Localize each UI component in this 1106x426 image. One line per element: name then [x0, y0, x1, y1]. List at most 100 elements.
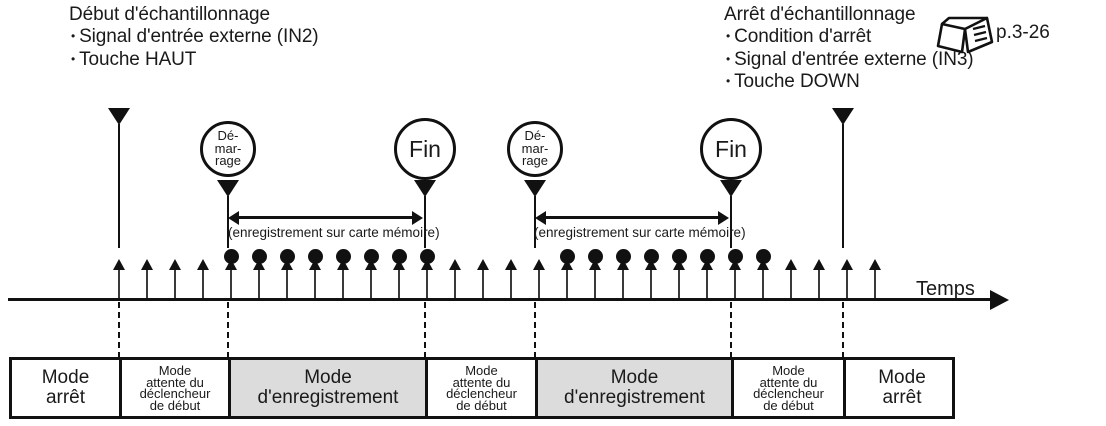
start-sampling-marker-line — [117, 124, 120, 248]
recorded-sample-dot-icon — [251, 249, 267, 264]
stop-sampling-marker-line — [841, 124, 844, 248]
stop-sampling-marker-icon — [832, 108, 854, 125]
sampling-arrow-head-icon — [308, 259, 321, 270]
sampling-arrow-head-icon — [868, 259, 881, 270]
sampling-arrow-stem — [705, 264, 709, 298]
trigger-start-line3-2: rage — [521, 153, 549, 169]
recorded-sample-dot-icon — [699, 249, 715, 264]
sampling-arrow-stem — [453, 264, 457, 298]
sampling-arrow-head-icon — [840, 259, 853, 270]
mode-cell-line: de début — [149, 397, 201, 413]
sampling-arrow-stem — [733, 264, 737, 298]
trigger-start-line2-2: mar- — [521, 140, 549, 156]
sampling-arrow-stem — [117, 264, 121, 298]
trigger-start-line3-1: rage — [214, 153, 242, 169]
sampling-arrow-stem — [145, 264, 149, 298]
trigger-start-line1-1: Dé- — [217, 128, 239, 144]
sampling-arrow-stem — [621, 264, 625, 298]
time-axis-label: Temps — [916, 278, 975, 300]
sampling-arrow-head-icon — [616, 259, 629, 270]
start-sampling-heading: Début d'échantillonnage — [69, 4, 270, 25]
sampling-arrow-stem — [509, 264, 513, 298]
recorded-sample-dot-icon — [727, 249, 743, 264]
recorded-sample-dot-icon — [279, 249, 295, 264]
recorded-sample-dot-icon — [559, 249, 575, 264]
sampling-arrow-head-icon — [560, 259, 573, 270]
sampling-arrow-head-icon — [168, 259, 181, 270]
trigger-start-circle-1: Dé- mar- rage — [200, 121, 256, 177]
sampling-arrow-head-icon — [812, 259, 825, 270]
recording-span-arrow-right-2 — [718, 210, 729, 225]
sampling-arrow-head-icon — [112, 259, 125, 270]
sampling-arrow-head-icon — [504, 259, 517, 270]
mode-divider-connector — [729, 302, 732, 358]
mode-cell-line: Mode — [158, 363, 192, 378]
recording-span-arrow-left-1 — [228, 210, 239, 225]
mode-cell-line: Mode — [304, 367, 352, 388]
sampling-arrow-head-icon — [588, 259, 601, 270]
recorded-sample-dot-icon — [391, 249, 407, 264]
stop-sampling-heading: Arrêt d'échantillonnage — [724, 4, 916, 25]
sampling-arrow-stem — [425, 264, 429, 298]
mode-cell-line: déclencheur — [139, 386, 211, 401]
stop-sampling-item-1: Signal d'entrée externe (IN3) — [724, 49, 974, 71]
sampling-arrow-stem — [761, 264, 765, 298]
mode-cell-line: Mode — [878, 367, 926, 388]
sampling-arrow-stem — [257, 264, 261, 298]
sampling-arrow-head-icon — [532, 259, 545, 270]
stop-sampling-annotation: Arrêt d'échantillonnage Condition d'arrê… — [724, 4, 974, 94]
sampling-arrow-head-icon — [280, 259, 293, 270]
span-tick-left-2 — [533, 207, 536, 248]
sampling-arrow-head-icon — [364, 259, 377, 270]
mode-cell-line: de début — [456, 397, 507, 413]
sampling-arrow-head-icon — [672, 259, 685, 270]
sampling-arrow-head-icon — [700, 259, 713, 270]
trigger-end-label-1: Fin — [409, 135, 441, 162]
mode-cell-line: d'enregistrement — [257, 387, 399, 408]
sampling-arrow-head-icon — [196, 259, 209, 270]
mode-divider-connector — [117, 302, 120, 358]
start-sampling-annotation: Début d'échantillonnage Signal d'entrée … — [69, 4, 319, 71]
start-sampling-item-0: Signal d'entrée externe (IN2) — [69, 26, 319, 48]
span-tick-right-2 — [729, 207, 732, 248]
start-sampling-item-1: Touche HAUT — [69, 49, 319, 71]
span-tick-left-1 — [226, 207, 229, 248]
sampling-arrow-stem — [397, 264, 401, 298]
mode-cell-line: attente du — [146, 374, 204, 390]
open-book-icon — [936, 16, 994, 54]
mode-cell-line: déclencheur — [446, 386, 517, 401]
recorded-sample-dot-icon — [755, 249, 771, 264]
mode-divider-connector — [841, 302, 844, 358]
recorded-sample-dot-icon — [643, 249, 659, 264]
start-sampling-marker-icon — [108, 108, 130, 125]
recorded-sample-dot-icon — [223, 249, 239, 264]
sampling-arrow-head-icon — [392, 259, 405, 270]
trigger-start-circle-2: Dé- mar- rage — [507, 121, 563, 177]
span-tick-right-1 — [423, 207, 426, 248]
mode-divider-connector — [226, 302, 229, 358]
recorded-sample-dot-icon — [335, 249, 351, 264]
sampling-arrow-head-icon — [728, 259, 741, 270]
mode-cell-line: déclencheur — [753, 386, 824, 401]
sampling-arrow-head-icon — [784, 259, 797, 270]
trigger-end-circle-1: Fin — [394, 118, 456, 180]
recorded-sample-dot-icon — [671, 249, 687, 264]
sampling-arrow-stem — [229, 264, 233, 298]
sampling-arrow-stem — [173, 264, 177, 298]
sampling-arrow-head-icon — [644, 259, 657, 270]
recorded-sample-dot-icon — [307, 249, 323, 264]
sampling-arrow-stem — [565, 264, 569, 298]
sampling-arrow-stem — [481, 264, 485, 298]
trigger-start-line2-1: mar- — [214, 140, 242, 156]
sampling-arrow-stem — [873, 264, 877, 298]
trigger-start-marker-icon-2 — [524, 180, 546, 197]
time-axis-line — [8, 298, 993, 301]
sampling-arrow-head-icon — [756, 259, 769, 270]
recording-span-line-2 — [539, 216, 724, 219]
